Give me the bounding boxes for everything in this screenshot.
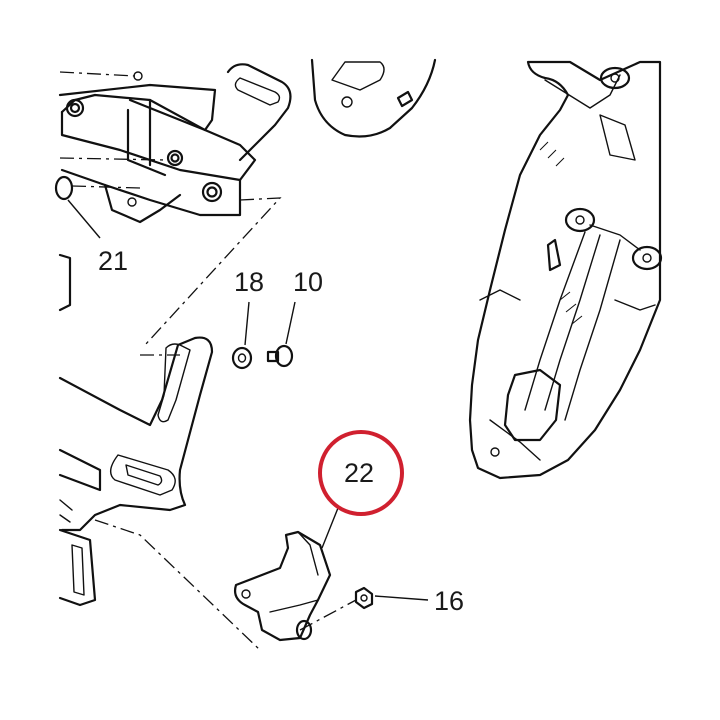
nut-part-16 (299, 586, 429, 631)
callout-18: 18 (234, 267, 264, 297)
small-bracket-part-22 (233, 507, 339, 642)
license-plate-bracket (58, 253, 261, 651)
callout-22-highlight-circle (318, 430, 404, 516)
top-centre-cover (310, 58, 437, 138)
rear-mudguard-assembly (468, 60, 663, 480)
callout-10: 10 (293, 267, 323, 297)
callout-21: 21 (98, 246, 128, 276)
callout-22: 22 (344, 458, 374, 488)
screw-part-10 (266, 301, 296, 368)
assembly-lines-upper (59, 71, 282, 356)
washer-part-18 (231, 301, 253, 370)
callout-16: 16 (434, 586, 464, 616)
leader-21 (67, 199, 101, 239)
upper-mounting-bracket (54, 63, 292, 224)
